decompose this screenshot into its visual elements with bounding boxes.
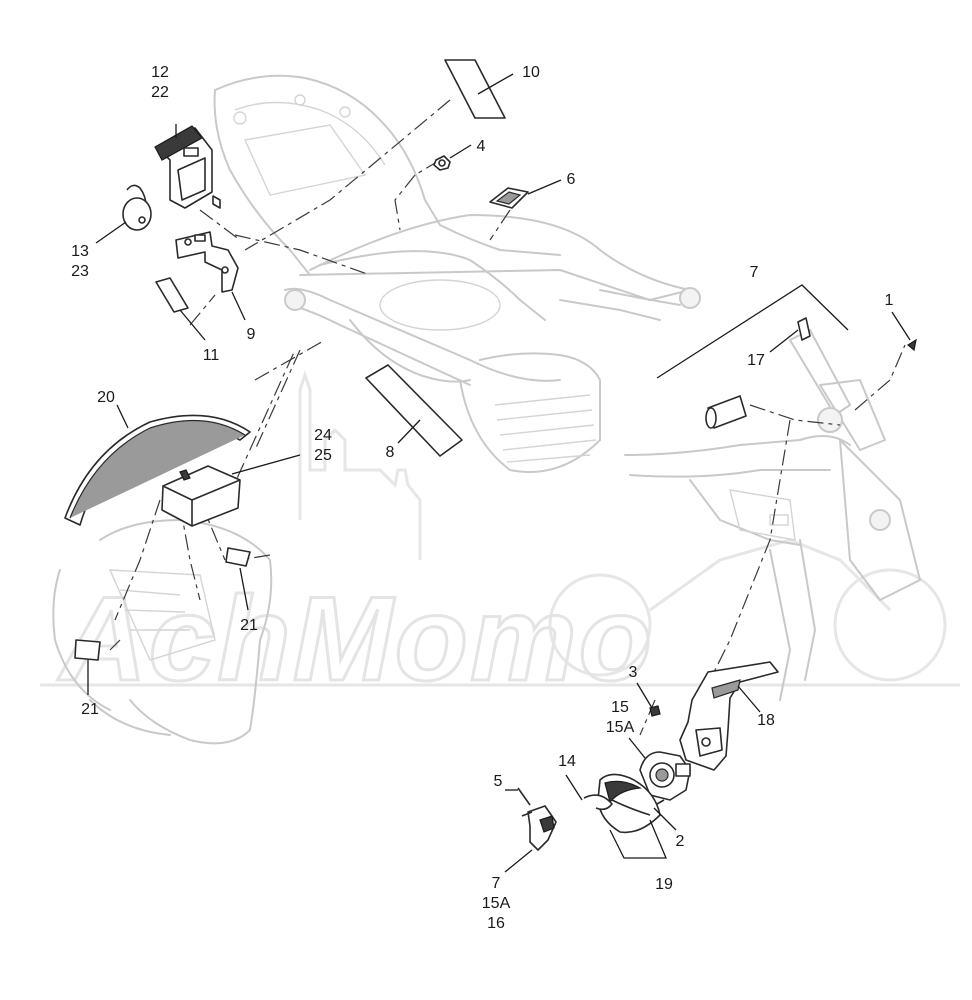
callout-21-right: 21 (240, 617, 258, 634)
group-bracket-7 (656, 284, 849, 379)
callout-line: 1 (885, 292, 894, 309)
callout-line: 3 (629, 664, 638, 681)
callout-line: 21 (81, 701, 99, 718)
callout-line: 4 (477, 138, 486, 155)
callout-line: 13 (71, 243, 89, 260)
part-3-nut (649, 705, 661, 717)
part-12-module (154, 125, 221, 209)
callout-14: 14 (558, 753, 576, 770)
callout-line: 15A (606, 719, 635, 736)
part-18-bracket (679, 661, 779, 771)
part-13-key (122, 184, 152, 231)
assembly-lines (109, 99, 906, 736)
rear-fender-outline (213, 74, 561, 276)
part-17-bushing (705, 317, 811, 429)
callout-line: 14 (558, 753, 576, 770)
callout-line: 11 (203, 347, 220, 364)
part-19-horn-cover (597, 773, 661, 834)
callout-line: 20 (97, 389, 115, 406)
part-4-nut (433, 155, 451, 171)
part-11-pad (155, 277, 189, 313)
frame-cross-member-outline (284, 214, 701, 473)
callout-2: 2 (676, 833, 685, 850)
callout-17: 17 (747, 352, 765, 369)
callout-3: 3 (629, 664, 638, 681)
callout-line: 8 (386, 444, 395, 461)
callout-line: 7 (750, 264, 759, 281)
callout-11: 11 (203, 347, 220, 364)
callout-7-top: 7 (750, 264, 759, 281)
frame-neck-outline (624, 329, 921, 701)
callout-7-15a-16: 7 15A 16 (482, 875, 511, 932)
part-14-clip (583, 794, 613, 811)
part-15-horn-mechanism (639, 751, 691, 801)
part-20-trim (64, 414, 251, 526)
callout-20: 20 (97, 389, 115, 406)
callout-line: 2 (676, 833, 685, 850)
callout-line: 18 (757, 712, 775, 729)
callout-line: 15 (611, 699, 629, 716)
callout-19: 19 (655, 876, 673, 893)
callout-line: 17 (747, 352, 765, 369)
callout-1: 1 (885, 292, 894, 309)
callout-8: 8 (386, 444, 395, 461)
part-1-pin (906, 338, 917, 352)
callout-6: 6 (567, 171, 576, 188)
callout-line: 19 (655, 876, 673, 893)
part-10-decal (444, 59, 506, 119)
part-5-connector (517, 787, 557, 851)
callout-line: 22 (151, 84, 169, 101)
callout-line: 6 (567, 171, 576, 188)
part-24-box (161, 465, 241, 527)
part-21-pad-left (74, 639, 101, 661)
part-6-grommet (489, 187, 529, 209)
callout-line: 21 (240, 617, 258, 634)
callout-9: 9 (247, 326, 256, 343)
callout-18: 18 (757, 712, 775, 729)
part-8-decal (365, 364, 463, 457)
callout-line: 16 (487, 915, 505, 932)
leader-lines (87, 73, 911, 873)
callout-10: 10 (522, 64, 540, 81)
callout-line: 7 (492, 875, 501, 892)
group-bracket-19 (609, 819, 667, 859)
part-9-bracket (175, 231, 239, 293)
callout-line: 5 (494, 773, 503, 790)
callout-line: 24 (314, 427, 332, 444)
callout-line: 25 (314, 447, 332, 464)
callout-line: 10 (522, 64, 540, 81)
callout-21-left: 21 (81, 701, 99, 718)
callout-line: 15A (482, 895, 511, 912)
callout-line: 9 (247, 326, 256, 343)
callout-line: 23 (71, 263, 89, 280)
callout-5: 5 (494, 773, 503, 790)
part-21-pad-right (225, 547, 251, 567)
callout-4: 4 (477, 138, 486, 155)
callout-line: 12 (151, 64, 169, 81)
